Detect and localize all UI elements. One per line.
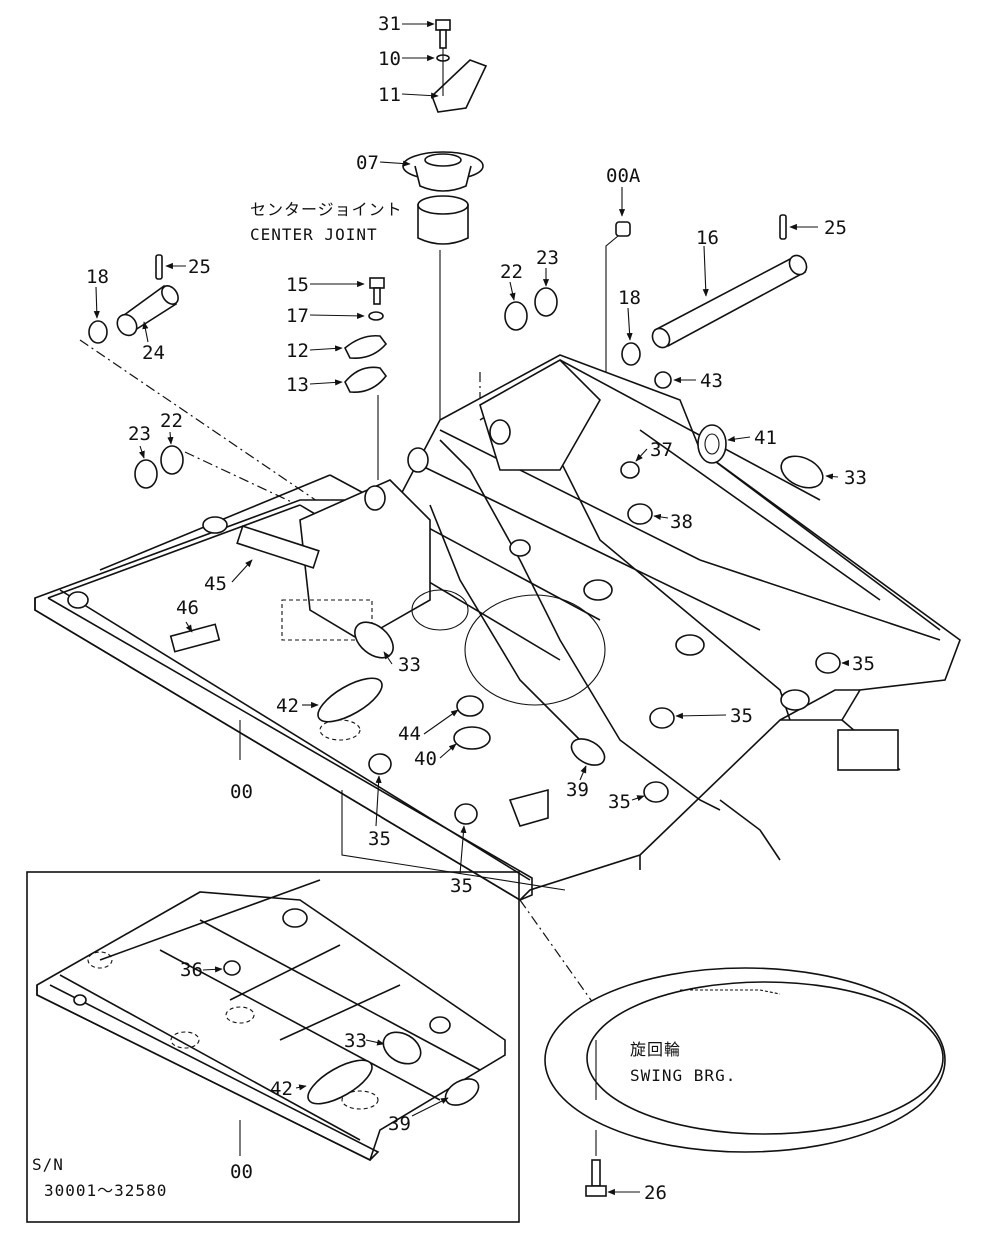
- cushion-42: [317, 677, 383, 723]
- cushion-38: [627, 503, 653, 525]
- callout-39-inset: 39: [388, 1113, 411, 1135]
- fitting-43: [654, 371, 672, 389]
- spring-pin-25-right: [779, 214, 787, 240]
- rubber-pad-46: [169, 623, 221, 653]
- pin-24: [116, 284, 179, 337]
- center-joint-label-jp: センタージョイント: [250, 200, 403, 219]
- cushion-35-center: [649, 707, 675, 729]
- callout-23-left: 23: [128, 423, 151, 445]
- serial-range: 30001～32580: [44, 1181, 167, 1200]
- swing-bearing: [544, 967, 946, 1153]
- cushion-44: [456, 695, 484, 717]
- inset-frame-box: [26, 871, 520, 1223]
- callout-35-center: 35: [730, 705, 753, 727]
- plate-12: [343, 334, 388, 360]
- callout-40: 40: [414, 748, 437, 770]
- callout-45: 45: [204, 573, 227, 595]
- callout-07: 07: [356, 152, 379, 174]
- callout-35-left: 35: [368, 828, 391, 850]
- fitting-37: [620, 461, 640, 479]
- callout-38: 38: [670, 511, 693, 533]
- callout-46: 46: [176, 597, 199, 619]
- cushion-33-right: [780, 455, 824, 489]
- shim-23-left: [134, 459, 158, 489]
- callout-23-top: 23: [536, 247, 559, 269]
- callout-00-main: 00: [230, 781, 253, 803]
- bracket: [508, 788, 549, 827]
- callout-25-right: 25: [824, 217, 847, 239]
- callout-10: 10: [378, 48, 401, 70]
- seal-41-inner: [704, 433, 720, 455]
- callout-33-mid: 33: [398, 654, 421, 676]
- callout-42: 42: [276, 695, 299, 717]
- shim-22-left: [160, 445, 184, 475]
- bolt-26: [585, 1159, 607, 1197]
- callout-44: 44: [398, 723, 421, 745]
- callout-16: 16: [696, 227, 719, 249]
- callout-42-inset: 42: [270, 1078, 293, 1100]
- grease-fitting-00A: [615, 221, 631, 237]
- callout-25-left: 25: [188, 256, 211, 278]
- callout-35-lower-right: 35: [608, 791, 631, 813]
- callout-35-right: 35: [852, 653, 875, 675]
- cushion-39: [570, 738, 606, 766]
- center-joint-cap-07: [402, 151, 484, 192]
- center-joint-body: [417, 195, 469, 245]
- callout-18-left: 18: [86, 266, 109, 288]
- cushion-35-right: [815, 652, 841, 674]
- swing-bearing-label-jp: 旋回輪: [630, 1040, 681, 1059]
- center-joint-label-en: CENTER JOINT: [250, 225, 378, 244]
- callout-41: 41: [754, 427, 777, 449]
- shim-23-top: [534, 287, 558, 317]
- inset-cushion-42: [307, 1059, 373, 1105]
- rubber-pad-45: [236, 525, 320, 569]
- cushion-33-mid: [354, 621, 394, 659]
- fitting-36: [223, 960, 241, 976]
- callout-37: 37: [650, 439, 673, 461]
- serial-label: S/N: [32, 1155, 64, 1174]
- callout-43: 43: [700, 370, 723, 392]
- callout-12: 12: [286, 340, 309, 362]
- callout-24: 24: [142, 342, 165, 364]
- callout-18-right: 18: [618, 287, 641, 309]
- callout-22-left: 22: [160, 410, 183, 432]
- callout-39: 39: [566, 779, 589, 801]
- seal-41: [697, 424, 727, 464]
- callout-17: 17: [286, 305, 309, 327]
- callout-11: 11: [378, 84, 401, 106]
- callout-13: 13: [286, 374, 309, 396]
- ring-18-left: [88, 320, 108, 344]
- callout-33-right: 33: [844, 467, 867, 489]
- callout-26: 26: [644, 1182, 667, 1204]
- cushion-35-lower-right: [643, 781, 669, 803]
- inset-frame-00: [36, 879, 506, 1162]
- callout-22-top: 22: [500, 261, 523, 283]
- swing-bearing-label-en: SWING BRG.: [630, 1066, 736, 1085]
- callout-33-inset: 33: [344, 1030, 367, 1052]
- washer-17: [368, 311, 384, 321]
- shim-22-top: [504, 301, 528, 331]
- spring-pin-25-left: [155, 254, 163, 280]
- pin-16: [651, 254, 808, 349]
- cushion-35-left: [368, 753, 392, 775]
- cushion-40: [453, 726, 491, 750]
- callout-31: 31: [378, 13, 401, 35]
- ring-18-right: [621, 342, 641, 366]
- callout-36: 36: [180, 959, 203, 981]
- bolt-15: [369, 277, 385, 305]
- callout-35-bottom: 35: [450, 875, 473, 897]
- plate-13: [344, 366, 388, 393]
- inset-cushion-33: [382, 1031, 422, 1065]
- plate-11: [431, 59, 488, 113]
- main-frame-00: [34, 354, 961, 902]
- callout-00-inset: 00: [230, 1161, 253, 1183]
- callout-00A: 00A: [606, 165, 641, 187]
- callout-15: 15: [286, 274, 309, 296]
- cushion-35-bottom: [454, 803, 478, 825]
- bolt-31: [435, 19, 451, 49]
